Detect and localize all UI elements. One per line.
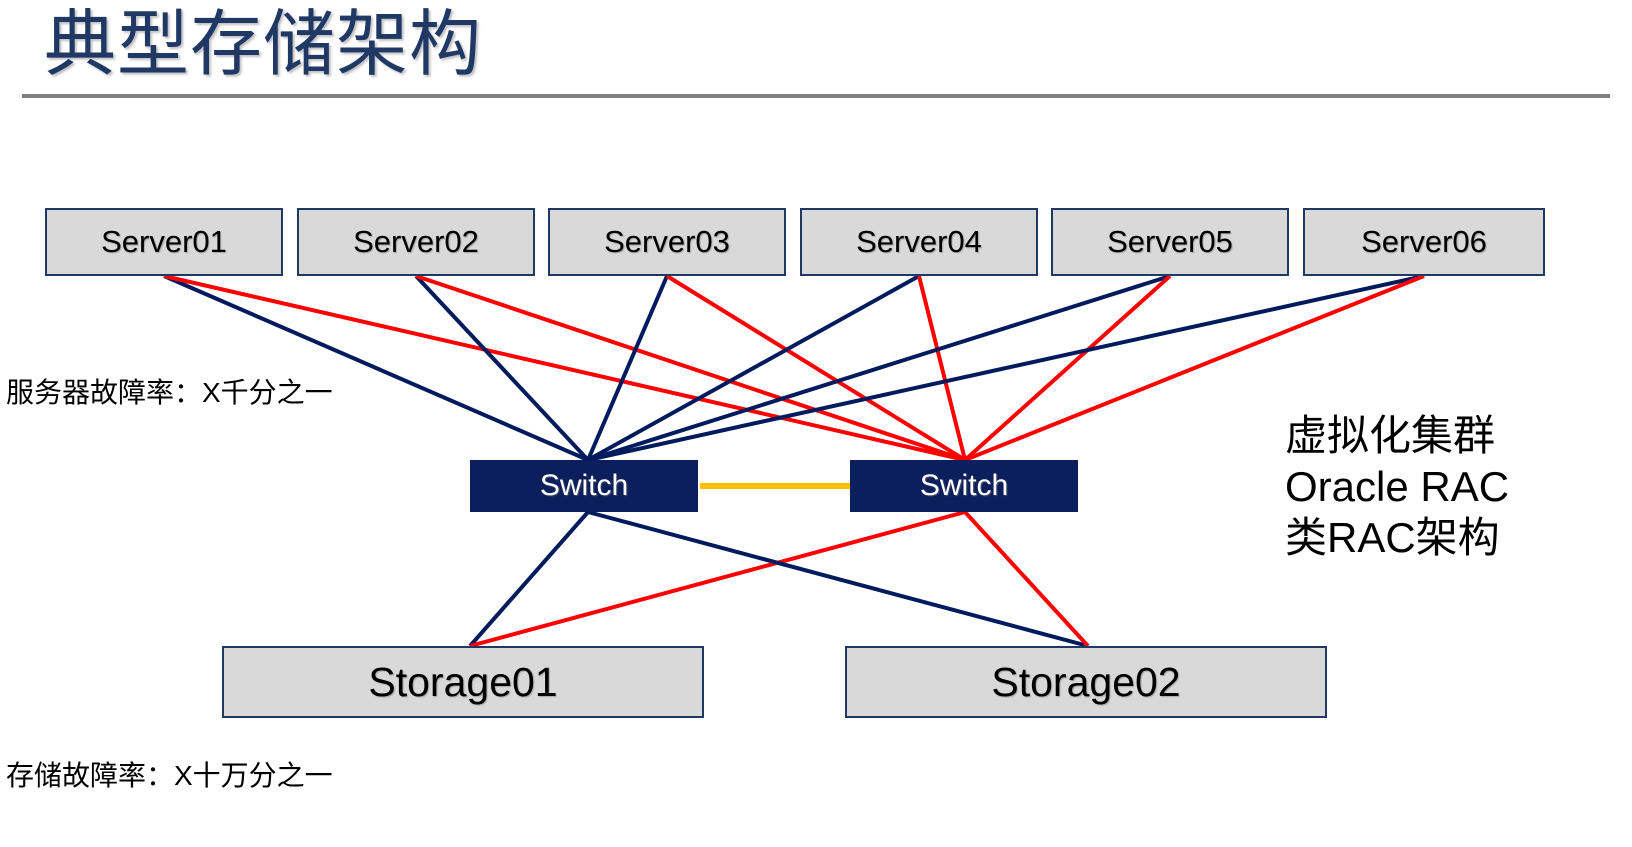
link-server-3-to-switch-right — [665, 274, 967, 462]
node-label: Switch — [919, 469, 1009, 502]
architecture-note-line-1: 虚拟化集群 — [1285, 412, 1496, 459]
link-server-6-to-switch-left — [587, 274, 1425, 462]
node-server-02[interactable]: Server02 — [297, 208, 535, 276]
page-title: 典型存储架构 — [44, 5, 483, 85]
node-label: Switch — [539, 469, 629, 502]
link-server-2-to-switch-right — [415, 274, 966, 462]
node-server-05[interactable]: Server05 — [1051, 208, 1289, 276]
node-switch-right[interactable]: Switch — [850, 460, 1078, 512]
architecture-note-block: 虚拟化集群 Oracle RAC 类RAC架构 — [1285, 410, 1509, 563]
link-server-5-to-switch-left — [587, 274, 1171, 462]
link-switch-right-to-storage-1 — [469, 510, 966, 648]
link-switch-left-to-storage-1 — [468, 510, 590, 648]
architecture-note-line-2: Oracle RAC — [1285, 463, 1510, 510]
node-label: Server05 — [1107, 224, 1233, 259]
node-label: Server04 — [856, 224, 982, 259]
node-storage-02[interactable]: Storage02 — [845, 646, 1327, 718]
node-label: Storage02 — [991, 658, 1181, 705]
node-server-01[interactable]: Server01 — [45, 208, 283, 276]
link-server-1-to-switch-right — [163, 274, 966, 462]
link-switch-left-to-storage-2 — [587, 510, 1089, 648]
link-server-3-to-switch-left — [586, 275, 669, 461]
link-server-1-to-switch-left — [163, 274, 589, 462]
storage-failure-rate-note: 存储故障率：X十万分之一 — [6, 760, 333, 791]
node-storage-01[interactable]: Storage01 — [222, 646, 704, 718]
link-server-4-to-switch-left — [587, 274, 920, 462]
node-label: Server03 — [604, 224, 730, 259]
node-server-03[interactable]: Server03 — [548, 208, 786, 276]
node-label: Storage01 — [368, 658, 558, 705]
node-server-06[interactable]: Server06 — [1303, 208, 1545, 276]
link-server-2-to-switch-left — [414, 274, 590, 462]
link-server-4-to-switch-right — [917, 275, 967, 461]
link-server-5-to-switch-right — [963, 274, 1172, 462]
node-label: Server06 — [1361, 224, 1487, 259]
link-switch-right-to-storage-2 — [963, 510, 1090, 648]
node-label: Server02 — [353, 224, 479, 259]
node-switch-left[interactable]: Switch — [470, 460, 698, 512]
link-server-6-to-switch-right — [964, 274, 1425, 462]
title-divider — [22, 94, 1610, 98]
server-failure-rate-note: 服务器故障率：X千分之一 — [6, 377, 333, 408]
node-label: Server01 — [101, 224, 227, 259]
architecture-note-line-3: 类RAC架构 — [1285, 514, 1500, 561]
node-server-04[interactable]: Server04 — [800, 208, 1038, 276]
